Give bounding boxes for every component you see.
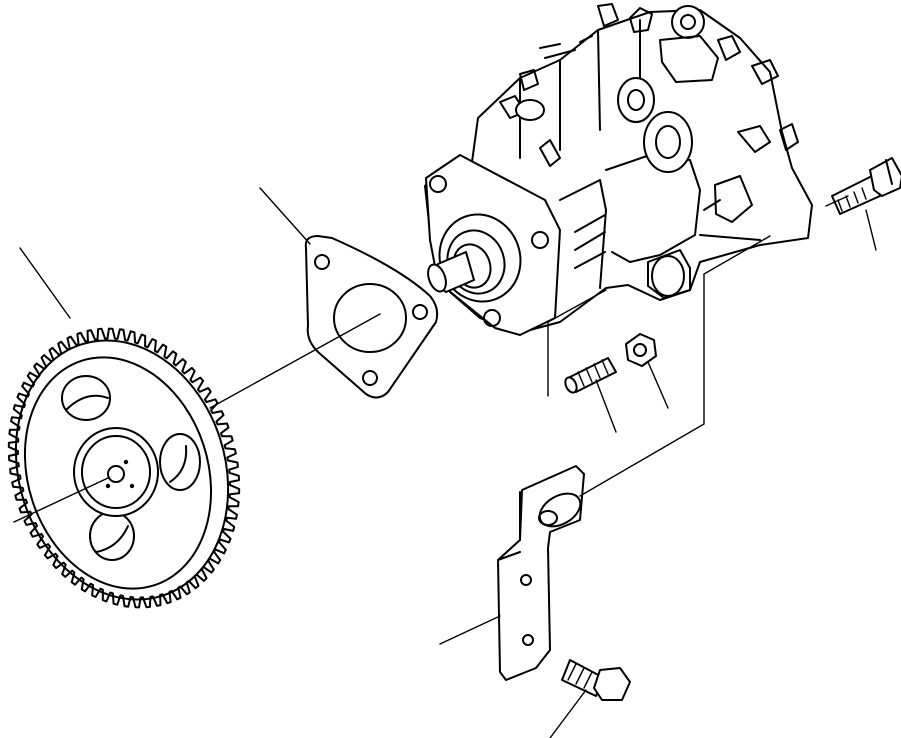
leader-line [579,235,771,497]
support-bracket [497,465,585,681]
pump-gasket [304,235,439,399]
leader-line [595,379,617,433]
leader-line [13,477,109,523]
leader-line [259,187,311,245]
leader-line [647,361,669,409]
leader-line [865,209,877,251]
leader-lines [13,187,877,738]
pump-gear [7,327,241,609]
stud-nut [625,333,657,367]
bracket-bolt [561,659,631,701]
leader-line [547,289,607,397]
mounting-stud [564,357,617,394]
leader-line [549,689,587,738]
flange-bolt [831,157,901,215]
leader-line [439,615,501,645]
injection-pump [424,3,813,336]
leader-line [209,313,381,409]
leader-line [825,195,849,207]
leader-line [19,247,71,319]
